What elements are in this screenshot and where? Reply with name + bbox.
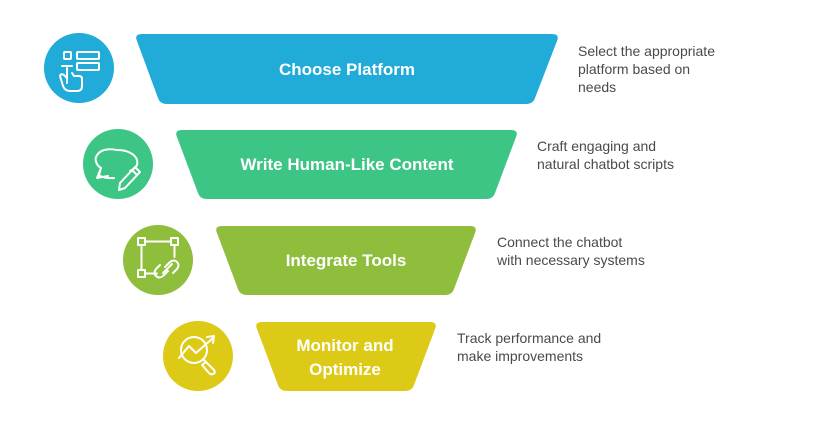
- funnel-step-4: Monitor and Optimize: [163, 321, 436, 391]
- chat-pencil-icon: [94, 148, 141, 191]
- funnel-band-1: [136, 34, 558, 104]
- step-description-3: Connect the chatbot with necessary syste…: [497, 233, 645, 269]
- chart-magnifier-icon: [178, 335, 216, 376]
- description-line: with necessary systems: [497, 252, 645, 268]
- description-line: Track performance and: [457, 330, 602, 346]
- description-line: Craft engaging and: [537, 138, 657, 154]
- description-line: Connect the chatbot: [497, 234, 623, 250]
- nodes-link-icon: [137, 237, 180, 279]
- funnel-band-3: [216, 226, 476, 295]
- touch-list-icon: [59, 51, 100, 92]
- step-title-4a: Monitor and: [296, 336, 393, 355]
- step-description-4: Track performance and make improvements: [457, 329, 601, 365]
- funnel-band-2: [176, 130, 517, 199]
- step-description-2: Craft engaging and natural chatbot scrip…: [537, 137, 674, 173]
- funnel-step-1: Choose Platform: [44, 33, 558, 104]
- step-icon-circle-1: [44, 33, 114, 103]
- step-title-2: Write Human-Like Content: [240, 155, 453, 174]
- step-description-1: Select the appropriate platform based on…: [578, 42, 715, 96]
- description-line: make improvements: [457, 348, 584, 364]
- funnel-step-3: Integrate Tools: [123, 225, 476, 295]
- step-icon-circle-4: [163, 321, 233, 391]
- funnel-step-2: Write Human-Like Content: [83, 129, 517, 199]
- description-line: platform based on: [578, 61, 691, 77]
- description-line: needs: [578, 79, 617, 95]
- step-title-4b: Optimize: [309, 360, 381, 379]
- step-title-3: Integrate Tools: [286, 251, 407, 270]
- funnel-band-4: [256, 322, 436, 391]
- step-icon-circle-3: [123, 225, 193, 295]
- step-title-1: Choose Platform: [279, 60, 415, 79]
- description-line: Select the appropriate: [578, 43, 715, 59]
- description-line: natural chatbot scripts: [537, 156, 674, 172]
- step-icon-circle-2: [83, 129, 153, 199]
